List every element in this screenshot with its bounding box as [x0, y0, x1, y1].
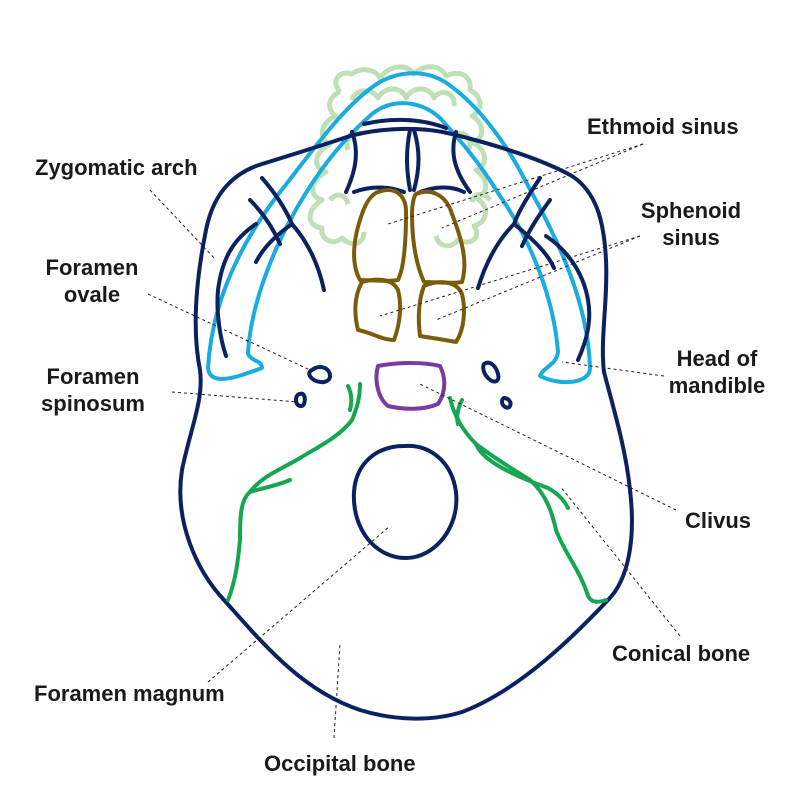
label-head-of-mandible-line1: Head of — [676, 346, 758, 371]
sinuses — [352, 188, 467, 344]
label-sphenoid-sinus-line1: Sphenoid — [640, 198, 742, 223]
foramen-ovale-left — [307, 365, 332, 385]
label-sphenoid-sinus-line2: sinus — [662, 225, 720, 250]
label-foramen-spinosum-line1: Foramen — [46, 364, 140, 389]
label-foramen-ovale-line1: Foramen — [45, 255, 139, 280]
label-ethmoid-sinus: Ethmoid sinus — [587, 114, 739, 139]
foramen-spinosum-left — [294, 391, 307, 409]
label-conical-bone: Conical bone — [612, 641, 751, 666]
label-clivus: Clivus — [685, 508, 752, 533]
label-occipital-bone: Occipital bone — [264, 751, 416, 776]
label-foramen-spinosum-line2: spinosum — [41, 391, 145, 416]
foramen-ovale-right — [481, 360, 501, 384]
label-foramen-ovale: Foramen ovale — [30, 254, 154, 308]
skull-outline — [178, 117, 634, 721]
sphenoid-left — [353, 277, 403, 342]
clivus-outline — [374, 361, 447, 411]
label-zygomatic-arch: Zygomatic arch — [35, 155, 198, 180]
label-foramen-ovale-line2: ovale — [63, 282, 121, 307]
label-foramen-spinosum: Foramen spinosum — [28, 363, 158, 417]
label-head-of-mandible-line2: mandible — [668, 373, 766, 398]
leader-lines — [147, 143, 681, 739]
label-sphenoid-sinus: Sphenoid sinus — [626, 197, 756, 251]
foramen-spinosum-right — [500, 396, 513, 410]
label-foramen-magnum: Foramen magnum — [34, 681, 225, 706]
label-head-of-mandible: Head of mandible — [656, 345, 778, 399]
sutures — [226, 382, 608, 604]
mandible — [206, 71, 592, 385]
foramen-magnum-outline — [351, 443, 459, 560]
sphenoid-right — [416, 280, 466, 344]
